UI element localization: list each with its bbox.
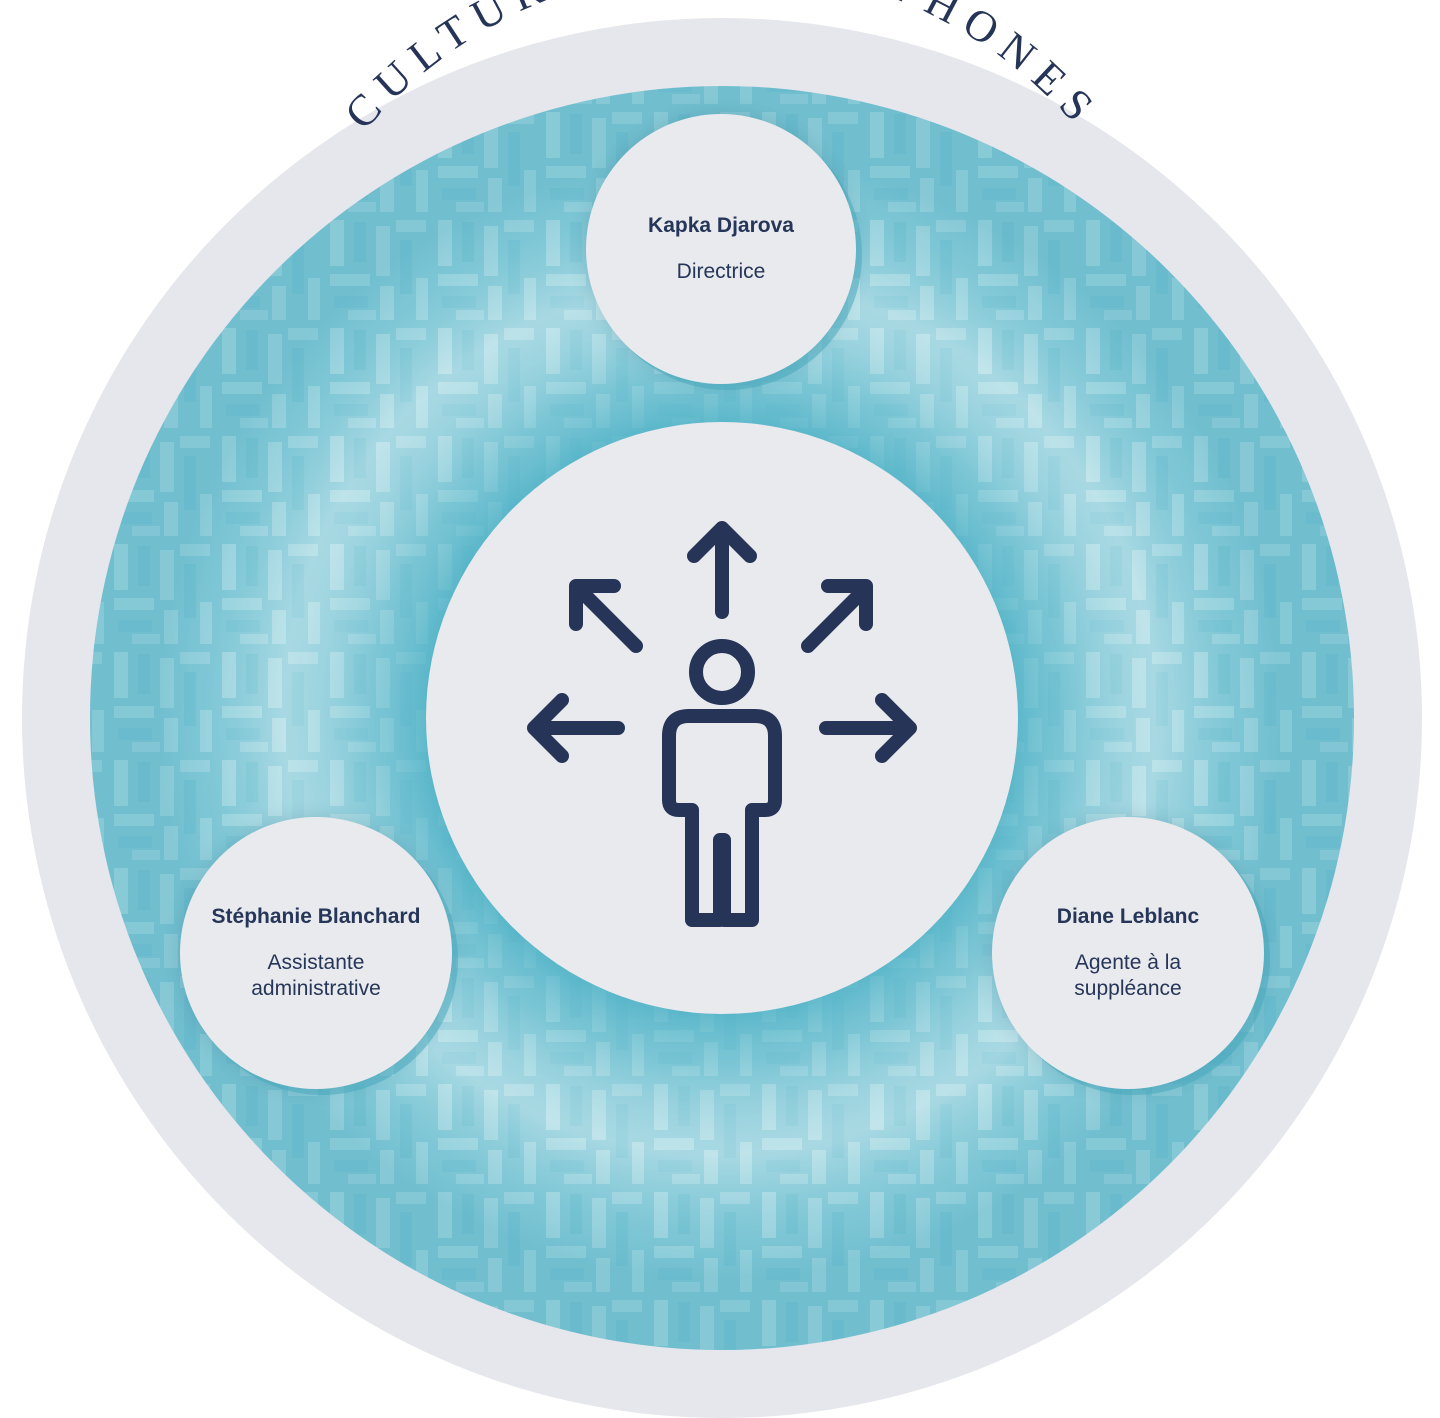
member-node-admin-assistant: Stéphanie Blanchard Assistante administr…: [180, 817, 452, 1089]
member-name: Diane Leblanc: [1056, 905, 1200, 928]
member-role: Assistante administrative: [251, 951, 381, 1000]
member-name: Kapka Djarova: [648, 214, 794, 237]
member-node-director: Kapka Djarova Directrice: [586, 114, 856, 384]
member-node-substitute-agent: Diane Leblanc Agente à la suppléance: [992, 817, 1264, 1089]
member-role: Directrice: [676, 260, 766, 283]
member-role: Agente à la suppléance: [1074, 951, 1182, 1000]
member-name: Stéphanie Blanchard: [211, 905, 421, 928]
person-with-arrows-icon: [527, 521, 917, 927]
